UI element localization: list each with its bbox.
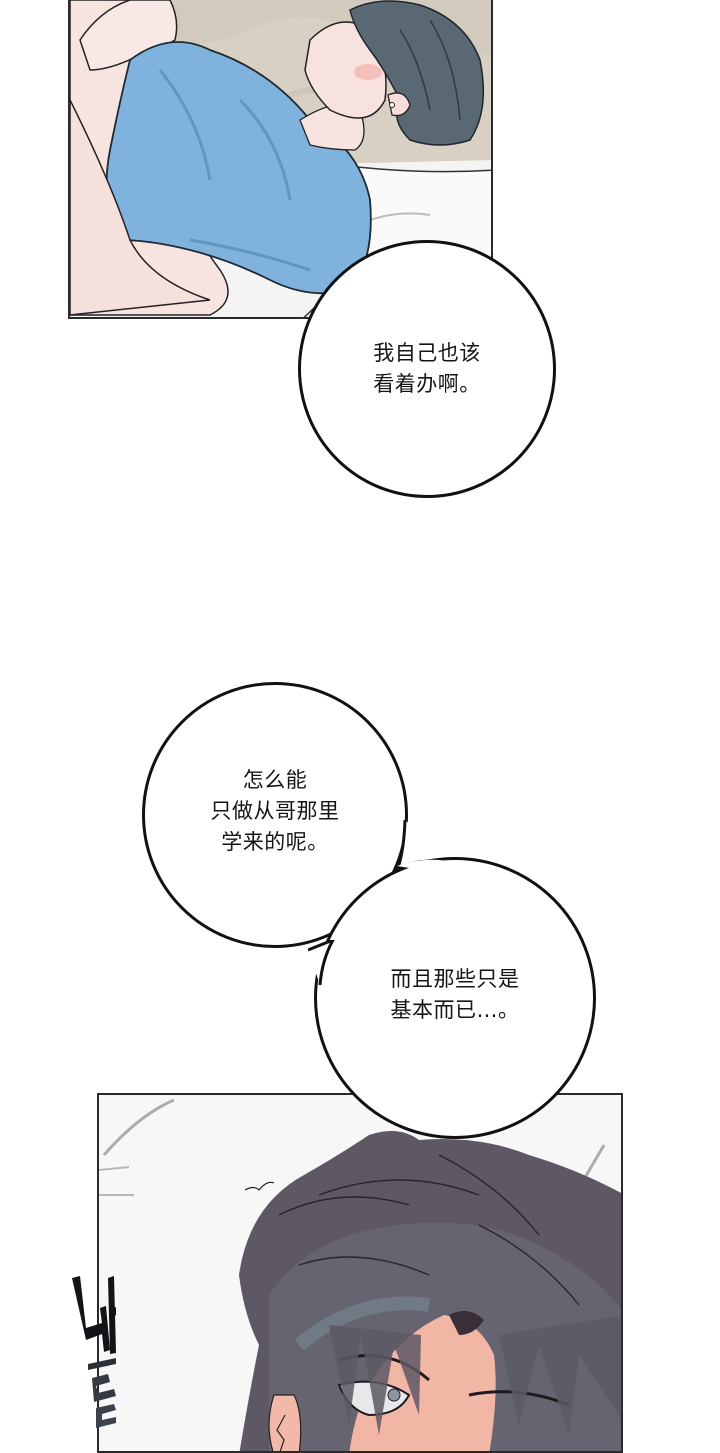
speech-bubble-3-tail [397,859,453,878]
bubble-2-line-2: 只做从哥那里 [210,798,340,823]
speech-bubble-1-text: 我自己也该 看着办啊。 [373,338,481,400]
bubble-3-line-2: 基本而已…。 [390,998,520,1022]
bubble-1-line-1: 我自己也该 [373,341,481,365]
bubble-2-line-3: 学来的呢。 [221,829,329,854]
speech-bubble-3-text: 而且那些只是 基本而已…。 [391,964,520,1026]
bubble-1-line-2: 看着办啊。 [373,372,481,396]
panel-1-artwork [70,0,491,317]
panel-2-artwork [99,1095,621,1451]
bubble-3-line-1: 而且那些只是 [390,967,520,991]
speech-bubble-1: 我自己也该 看着办啊。 [298,240,556,498]
speech-bubble-3: 而且那些只是 基本而已…。 [314,857,596,1139]
comic-panel-1 [68,0,493,319]
bubble-2-line-1: 怎么能 [242,767,308,792]
sfx-korean-trembling-icon [72,1276,116,1428]
speech-bubble-3-tail-left [308,940,335,986]
sound-effect-text [66,1268,116,1428]
comic-panel-2 [97,1093,623,1453]
speech-bubble-2-text: 怎么能 只做从哥那里 学来的呢。 [211,765,340,858]
